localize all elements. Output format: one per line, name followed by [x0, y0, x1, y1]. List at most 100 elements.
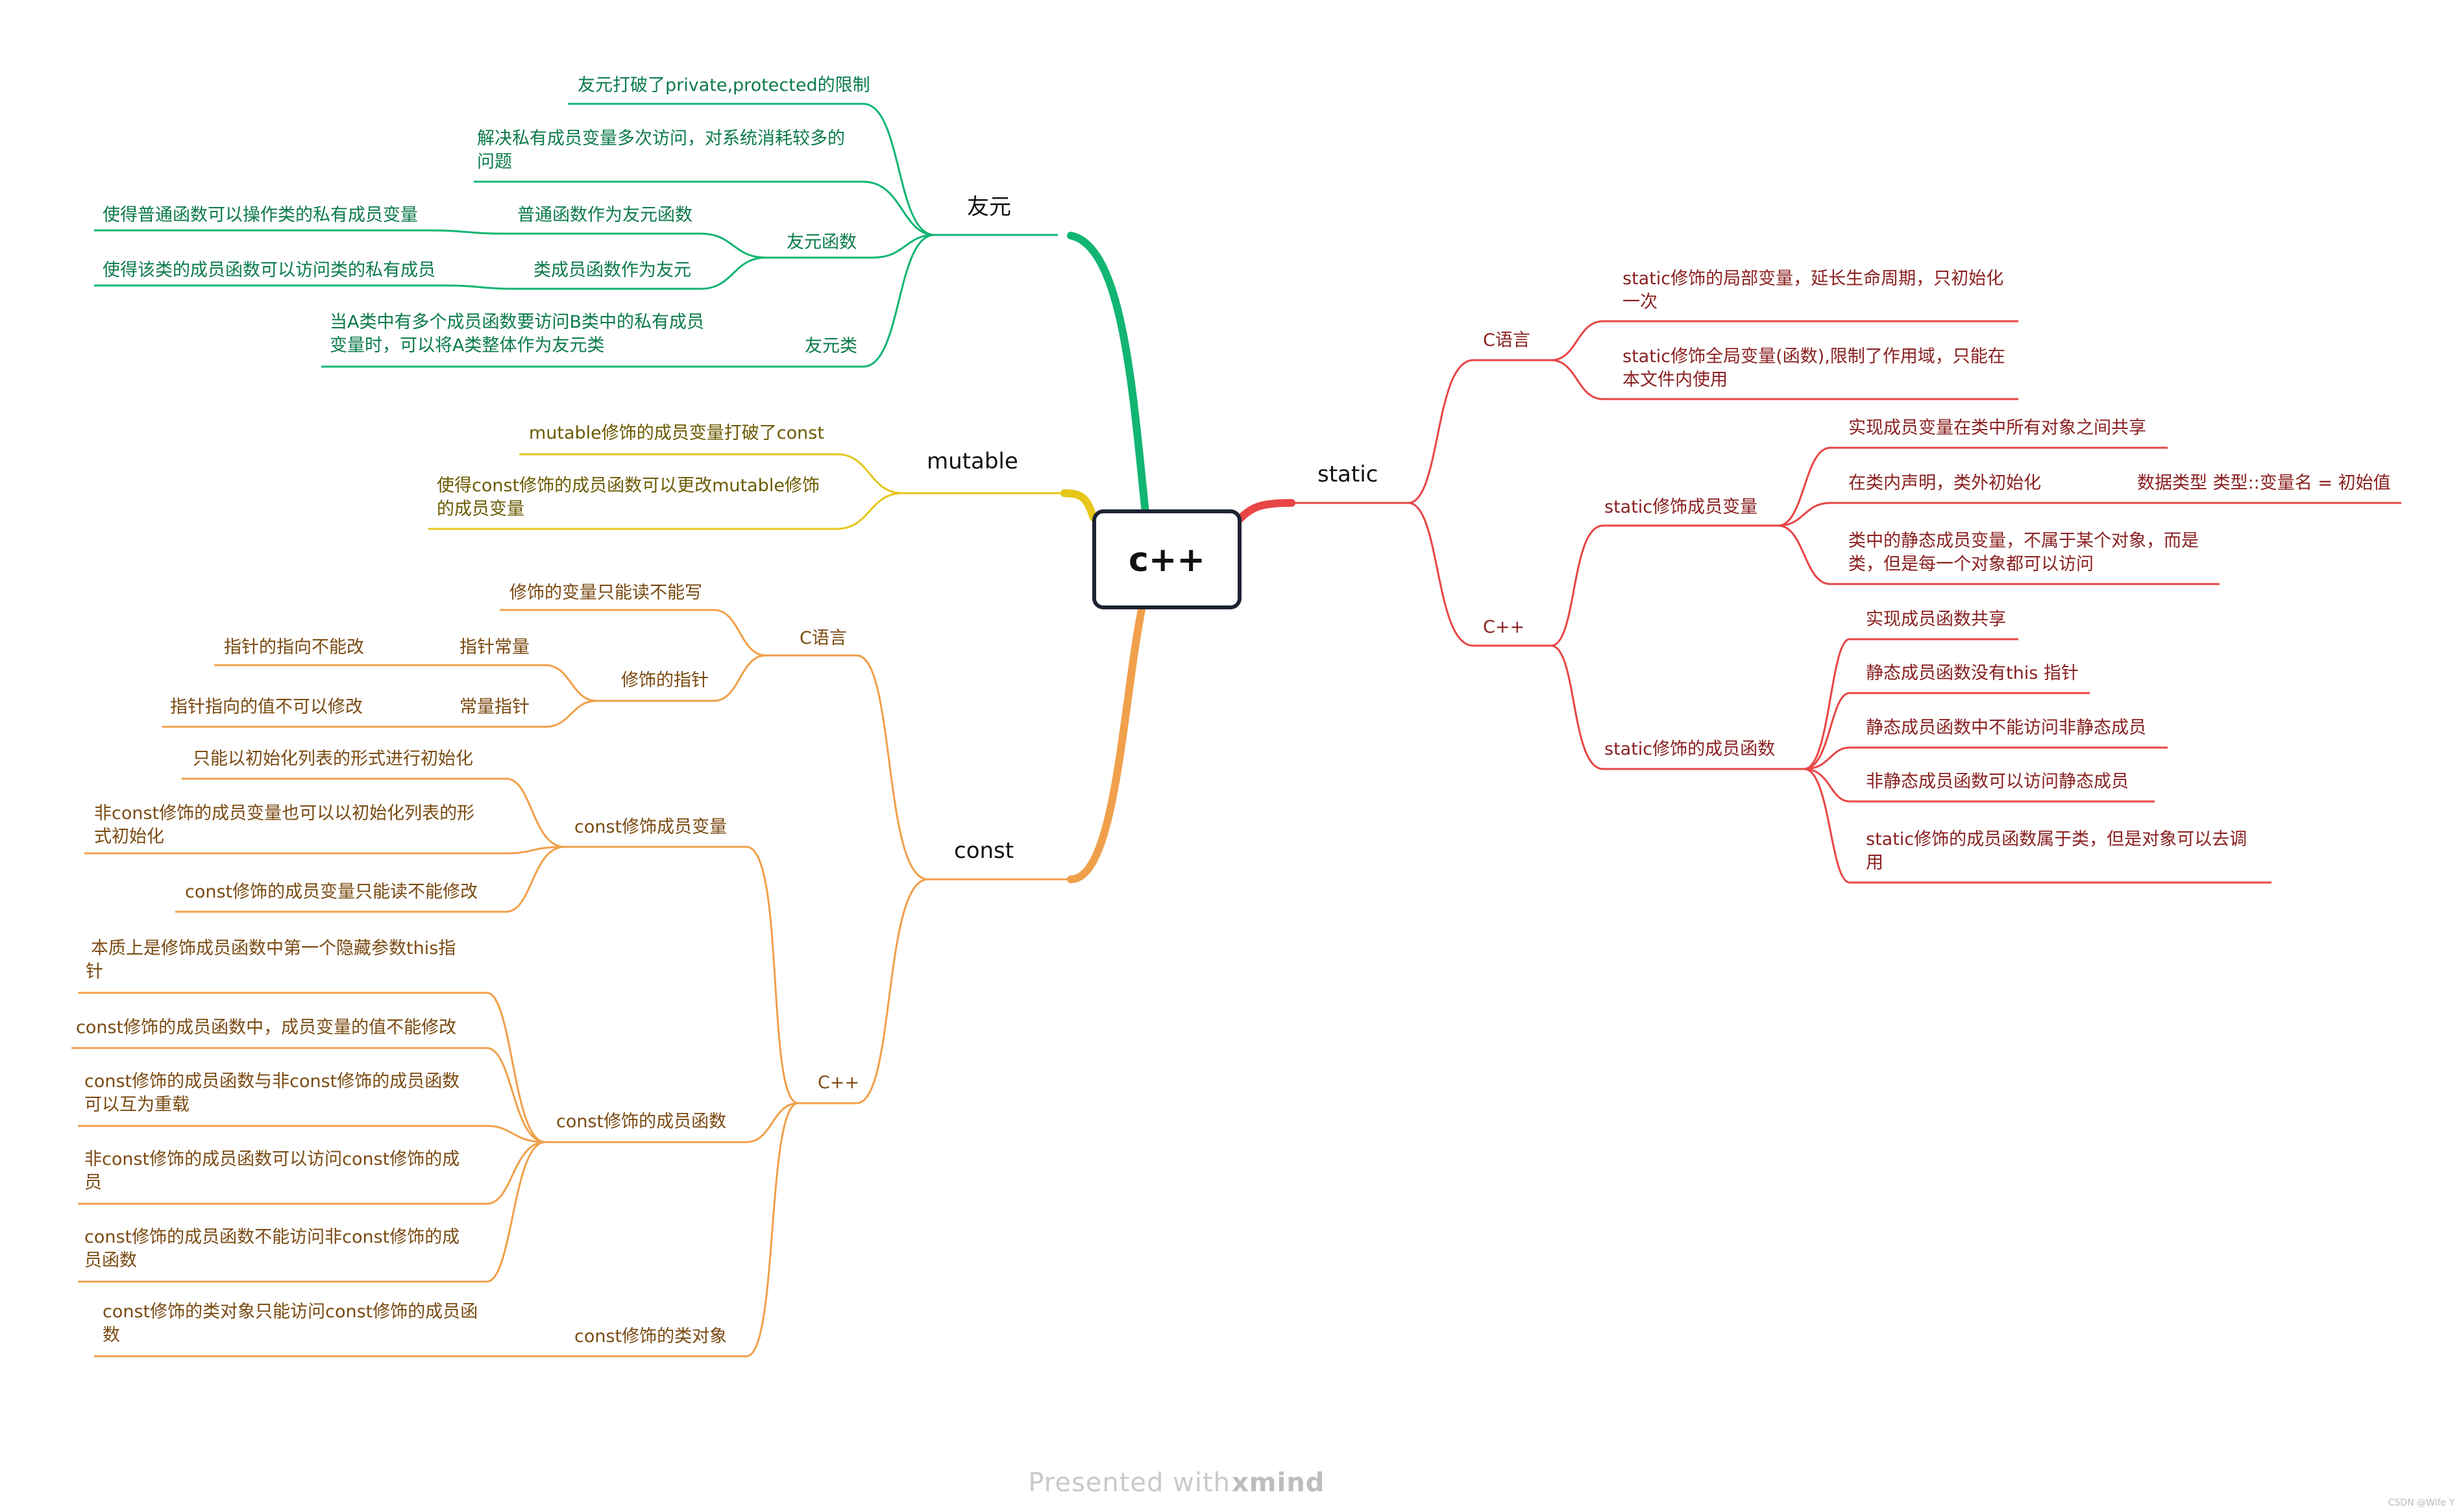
edge-static-c — [1408, 359, 1551, 504]
const-c2a: 指针常量 — [459, 637, 530, 657]
edge-root-static — [1236, 499, 1295, 523]
const-mv2-line2: 式初始化 — [94, 827, 164, 847]
edge-friend-cls — [321, 234, 935, 368]
edge-static-mv — [1550, 524, 1778, 647]
edge-static-mf2 — [1804, 692, 2090, 770]
edge-c2-c2a — [441, 664, 598, 702]
mutable-n1: mutable修饰的成员变量打破了const — [529, 423, 824, 443]
const-mf: const修饰的成员函数 — [556, 1112, 726, 1132]
edge-static-c1 — [1550, 320, 2018, 361]
edge-static-mv1 — [1778, 446, 2168, 527]
mutable-n2-line1: 使得const修饰的成员函数可以更改mutable修饰 — [437, 476, 820, 496]
const-mf1-line1: 本质上是修饰成员函数中第一个隐藏参数this指 — [91, 938, 456, 958]
const-mf3-line2: 可以互为重载 — [84, 1095, 190, 1115]
edge-static-mf — [1550, 644, 1804, 770]
edge-static-mv3 — [1778, 524, 2220, 585]
edge-const-c — [766, 654, 929, 881]
static-mf4: 非静态成员函数可以访问静态成员 — [1866, 772, 2129, 792]
static-mf2: 静态成员函数没有this 指针 — [1866, 663, 2079, 683]
static-mf: static修饰的成员函数 — [1604, 739, 1775, 759]
const-mf2: const修饰的成员函数中，成员变量的值不能修改 — [76, 1018, 456, 1038]
edge-static-mf1 — [1804, 638, 2018, 770]
root-node-label: c++ — [1129, 541, 1205, 579]
const-mv1: 只能以初始化列表的形式进行初始化 — [193, 749, 473, 769]
static-c1-line2: 一次 — [1622, 292, 1658, 312]
edge-mv-1 — [182, 777, 565, 848]
edge-const-obj — [94, 1102, 799, 1358]
edge-f1-f1d — [94, 229, 500, 235]
friend-func-f2-desc: 使得该类的成员函数可以访问类的私有成员 — [103, 260, 435, 280]
static-c2-line2: 本文件内使用 — [1622, 370, 1728, 390]
const-c2b-desc: 指针指向的值不可以修改 — [170, 697, 363, 717]
const-texts: const C语言 修饰的变量只能读不能写 修饰的指针 指针常量 指针的指向不能… — [76, 583, 1014, 1347]
static-mv1: 实现成员变量在类中所有对象之间共享 — [1848, 418, 2146, 438]
branch-mutable — [428, 453, 1097, 530]
friend-func-f1-desc: 使得普通函数可以操作类的私有成员变量 — [103, 205, 418, 225]
const-c1: 修饰的变量只能读不能写 — [509, 583, 702, 603]
const-title: const — [954, 838, 1014, 864]
edge-static-mf4 — [1804, 768, 2155, 803]
mutable-title: mutable — [927, 448, 1018, 474]
const-mv: const修饰成员变量 — [574, 817, 727, 837]
const-mv3: const修饰的成员变量只能读不能修改 — [185, 882, 478, 902]
root-node[interactable]: c++ — [1092, 509, 1242, 609]
const-mf1-line2: 针 — [86, 962, 103, 982]
friend-cls: 友元类 — [805, 336, 857, 356]
edge-friend-func — [766, 234, 935, 259]
static-mv2: 在类内声明，类外初始化 — [1848, 473, 2041, 493]
const-mf3-line1: const修饰的成员函数与非const修饰的成员函数 — [84, 1071, 459, 1091]
const-c2b: 常量指针 — [459, 697, 530, 717]
friend-texts: 友元 友元打破了private,protected的限制 解决私有成员变量多次访… — [103, 75, 1011, 356]
static-mf1: 实现成员函数共享 — [1866, 609, 2006, 629]
const-mf5-line1: const修饰的成员函数不能访问非const修饰的成 — [84, 1227, 459, 1247]
mutable-texts: mutable mutable修饰的成员变量打破了const 使得const修饰… — [437, 423, 1018, 519]
static-c: C语言 — [1483, 330, 1530, 350]
watermark: CSDN @Wife Y — [2388, 1498, 2455, 1508]
static-mf5-line1: static修饰的成员函数属于类，但是对象可以去调 — [1866, 829, 2247, 849]
edge-func-f2 — [513, 256, 766, 290]
edge-root-friend — [1067, 232, 1149, 517]
edge-mutable-n2 — [428, 492, 903, 530]
edge-mf-5 — [78, 1141, 546, 1283]
const-c2a-desc: 指针的指向不能改 — [224, 637, 364, 657]
static-title: static — [1317, 461, 1378, 487]
static-mv3-line1: 类中的静态成员变量，不属于某个对象，而是 — [1848, 531, 2199, 551]
friend-func: 友元函数 — [787, 232, 857, 252]
static-mf3: 静态成员函数中不能访问非静态成员 — [1866, 718, 2146, 738]
edge-f2-f2d — [94, 284, 513, 290]
static-texts: static C语言 static修饰的局部变量，延长生命周期，只初始化 一次 … — [1317, 269, 2391, 873]
const-c: C语言 — [800, 628, 847, 648]
edge-root-const — [1067, 603, 1146, 883]
edge-mf-2 — [71, 1047, 546, 1143]
static-mv2-desc: 数据类型 类型::变量名 = 初始值 — [2137, 473, 2391, 493]
edge-c2-c2b — [441, 700, 598, 728]
edge-func-f1 — [500, 232, 766, 259]
edge-static-cpp — [1408, 502, 1551, 647]
const-c2: 修饰的指针 — [621, 670, 709, 690]
edge-friend-n2 — [474, 180, 935, 236]
friend-func-f2: 类成员函数作为友元 — [533, 260, 691, 280]
edge-mv-3 — [175, 846, 565, 913]
const-obj1-line1: const修饰的类对象只能访问const修饰的成员函 — [103, 1302, 478, 1322]
friend-title: 友元 — [967, 194, 1011, 220]
edge-mf-4 — [78, 1141, 546, 1205]
edge-const-c1 — [500, 609, 766, 657]
friend-func-f1: 普通函数作为友元函数 — [517, 205, 692, 225]
friend-n1: 友元打破了private,protected的限制 — [578, 75, 870, 95]
edge-const-c2 — [597, 654, 766, 702]
edge-root-mutable — [1060, 489, 1097, 522]
const-mv2-line1: 非const修饰的成员变量也可以以初始化列表的形 — [94, 803, 474, 823]
edge-friend-n1 — [568, 103, 935, 236]
const-mf5-line2: 员函数 — [84, 1250, 137, 1271]
edge-mutable-n1 — [519, 453, 903, 494]
branch-static — [1236, 320, 2401, 884]
const-cpp: C++ — [818, 1073, 859, 1093]
edge-static-mf5 — [1804, 768, 2271, 884]
footer-brand: xmind — [1232, 1468, 1325, 1498]
edge-mf-1 — [78, 992, 546, 1143]
friend-n2-line2: 问题 — [477, 152, 512, 172]
const-obj: const修饰的类对象 — [574, 1326, 727, 1347]
edge-const-mv — [565, 846, 799, 1104]
friend-n2-line1: 解决私有成员变量多次访问，对系统消耗较多的 — [477, 128, 845, 149]
